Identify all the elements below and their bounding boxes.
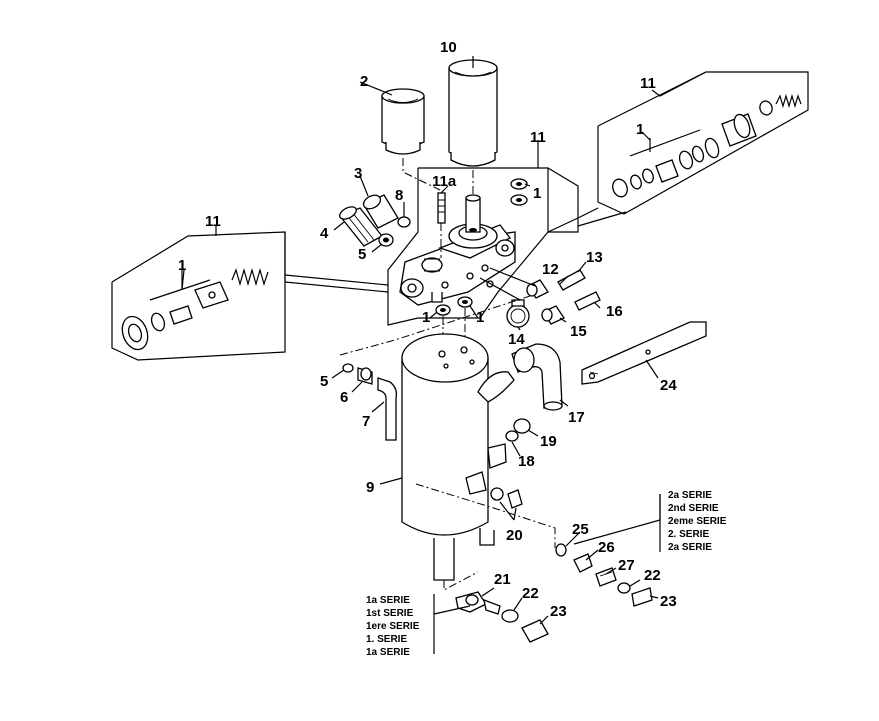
label-4: 4 — [320, 225, 329, 242]
label-23-right: 23 — [660, 593, 677, 610]
fitting-16 — [574, 291, 601, 311]
label-8: 8 — [395, 187, 403, 204]
label-1-right-box: 1 — [636, 121, 644, 138]
elbow-fitting-17 — [511, 343, 563, 411]
leader-lines — [181, 56, 707, 625]
fitting-13 — [557, 269, 586, 291]
filter-element-10 — [448, 59, 498, 167]
label-11a: 11a — [432, 173, 457, 190]
label-15: 15 — [570, 323, 587, 340]
label-9: 9 — [366, 479, 374, 496]
label-26: 26 — [598, 539, 615, 556]
bolt-11a — [437, 192, 446, 258]
label-5-bottom: 5 — [320, 373, 328, 390]
label-1-left-box: 1 — [178, 257, 186, 274]
label-27: 27 — [618, 557, 635, 574]
fittings-20 — [490, 487, 523, 509]
label-19: 19 — [540, 433, 557, 450]
label-23-bottom: 23 — [550, 603, 567, 620]
label-2: 2 — [360, 73, 368, 90]
label-11-left: 11 — [205, 213, 221, 230]
label-1-bottom-right: 1 — [476, 309, 484, 326]
label-11-right: 11 — [640, 75, 656, 92]
label-10: 10 — [440, 39, 457, 56]
detail-box-right — [577, 71, 809, 227]
label-21: 21 — [494, 571, 511, 588]
svg-text:2a SERIE: 2a SERIE — [668, 490, 712, 501]
label-5-top: 5 — [358, 246, 366, 263]
fitting-6 — [357, 367, 373, 385]
label-1-bottom-left: 1 — [422, 309, 430, 326]
valve-assembly-frame — [387, 167, 579, 326]
bracket-24 — [581, 321, 707, 385]
plug-19 — [513, 418, 531, 434]
label-16: 16 — [606, 303, 623, 320]
svg-text:2. SERIE: 2. SERIE — [668, 529, 709, 540]
fitting-18 — [505, 430, 519, 442]
svg-text:1ere SERIE: 1ere SERIE — [366, 621, 420, 632]
svg-text:1. SERIE: 1. SERIE — [366, 634, 407, 645]
label-24: 24 — [660, 377, 677, 394]
label-18: 18 — [518, 453, 535, 470]
label-11-center: 11 — [530, 129, 546, 146]
label-1-washers: 1 — [533, 185, 541, 202]
svg-text:1a SERIE: 1a SERIE — [366, 647, 410, 658]
label-22-right: 22 — [644, 567, 661, 584]
label-12: 12 — [542, 261, 559, 278]
filter-element-2 — [381, 88, 425, 155]
fitting-12 — [526, 279, 549, 299]
label-6: 6 — [340, 389, 348, 406]
label-25: 25 — [572, 521, 589, 538]
valve-part-3 — [362, 194, 399, 229]
svg-text:1a SERIE: 1a SERIE — [366, 595, 410, 606]
label-20: 20 — [506, 527, 523, 544]
fitting-5-left — [342, 363, 354, 373]
label-13: 13 — [586, 249, 603, 266]
label-17: 17 — [568, 409, 585, 426]
label-22-bottom: 22 — [522, 585, 539, 602]
second-series-note: 2a SERIE 2nd SERIE 2eme SERIE 2. SERIE 2… — [668, 490, 727, 553]
svg-text:2nd SERIE: 2nd SERIE — [668, 503, 719, 514]
fitting-15 — [541, 305, 565, 325]
tube-7 — [377, 377, 398, 441]
label-14: 14 — [508, 331, 525, 348]
pressure-gauge-14 — [506, 299, 530, 328]
air-tank-9 — [401, 333, 515, 581]
svg-text:2eme SERIE: 2eme SERIE — [668, 516, 727, 527]
filter-head — [448, 194, 498, 249]
label-7: 7 — [362, 413, 370, 430]
svg-text:1st SERIE: 1st SERIE — [366, 608, 414, 619]
detail-box-left — [111, 231, 389, 361]
first-series-note: 1a SERIE 1st SERIE 1ere SERIE 1. SERIE 1… — [366, 595, 420, 658]
svg-text:2a SERIE: 2a SERIE — [668, 542, 712, 553]
callout-labels: 2 10 11 11 11 1 1 1 1 1 11a 3 8 4 5 12 1… — [178, 39, 677, 620]
label-3: 3 — [354, 165, 362, 182]
